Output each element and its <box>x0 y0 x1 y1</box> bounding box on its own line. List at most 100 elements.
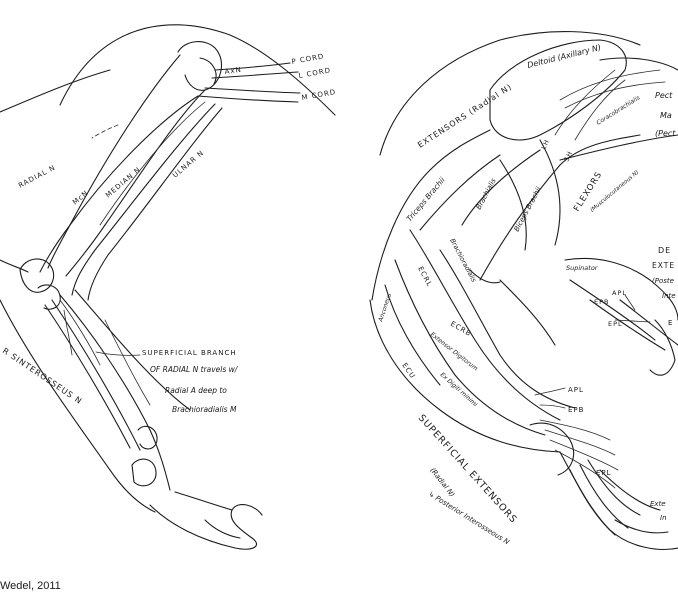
label-pect-3: (Pect <box>655 129 676 138</box>
carpal-1 <box>131 458 157 487</box>
thumb-crease <box>204 519 241 539</box>
dashed-nerve <box>91 124 119 139</box>
brachialis-outline <box>461 149 541 226</box>
cord-line-2 <box>211 71 299 79</box>
tendon-3 <box>549 439 619 471</box>
radius-edge <box>44 304 131 449</box>
deep-extensor-line-1 <box>569 279 656 341</box>
cord-line-4 <box>197 95 299 103</box>
forearm-outer <box>369 299 561 453</box>
pointer-superficial-branch <box>95 351 141 356</box>
tendon-2 <box>544 429 616 456</box>
elbow-outline-upper <box>0 259 29 273</box>
label-brachioradialis: Brachioradialis <box>448 237 478 284</box>
median-nerve-path <box>71 103 216 296</box>
forearm-septum-4 <box>439 249 576 409</box>
label-superficial-branch-1: SUPERFICIAL BRANCH <box>142 349 237 357</box>
coracobrachialis-line-2 <box>564 81 666 109</box>
humerus-upper-edge <box>47 54 181 269</box>
cord-line-3 <box>204 87 301 94</box>
apl-pointer <box>534 387 566 396</box>
hand-tendon-1 <box>569 469 616 536</box>
deep-extensor-outline <box>564 257 678 321</box>
right-arm-drawing: EXTENSORS (Radial N) Deltoid (Axillary N… <box>369 30 678 550</box>
label-deep-3: (Poste <box>652 277 674 285</box>
forearm-septum-1 <box>409 229 561 421</box>
biceps-sh-tendon <box>574 79 626 141</box>
label-apl-inner: APL <box>612 289 627 297</box>
label-coracobrachialis: Coracobrachialis <box>595 94 641 126</box>
label-epb-inner: EPB <box>594 298 610 306</box>
credit-text: Wedel, 2011 <box>0 580 61 592</box>
epb-arrow <box>614 319 651 323</box>
label-radial-nerve: RADIAL N <box>17 163 57 189</box>
label-p-cord: P CORD <box>291 52 325 66</box>
forearm-septum-3 <box>384 284 441 386</box>
lateral-epicondyle <box>19 258 55 293</box>
radius-edge-2 <box>51 299 141 451</box>
upper-arm-top-outline <box>0 69 111 113</box>
left-arm-drawing: AxN P CORD L CORD M CORD RADIAL N McN ME… <box>0 24 337 550</box>
label-ecrl: ECRL <box>416 265 433 288</box>
thumb-outline <box>599 469 661 511</box>
triceps-outer <box>371 129 491 301</box>
biceps-lower <box>479 134 641 281</box>
label-ext-ind-1: Exte <box>650 500 666 508</box>
shoulder-outline <box>59 24 336 116</box>
tendon-1 <box>539 419 611 441</box>
label-epl: EPL <box>596 469 612 477</box>
label-superficial-branch-3: Radial A deep to <box>165 386 227 395</box>
finger-fold <box>614 519 669 534</box>
label-supinator: Supinator <box>566 264 599 272</box>
label-epb: EPB <box>568 406 584 414</box>
ulna-edge <box>59 294 171 491</box>
elbow-crease <box>469 269 501 284</box>
deep-extensor-line-2 <box>589 299 666 351</box>
label-brachialis: Brachialis <box>475 177 498 211</box>
epb-pointer <box>539 404 566 409</box>
label-apl: APL <box>568 386 584 394</box>
label-sh: SH <box>563 149 575 162</box>
label-ulnar-nerve: ULNAR N <box>171 149 206 180</box>
label-pect-2: Ma <box>660 111 672 120</box>
forearm-nerve-lower <box>104 319 151 406</box>
biceps-belly-left <box>499 159 527 251</box>
forearm-outline-lower <box>0 299 156 513</box>
label-ext-digitorum: Extensor Digitorum <box>429 331 479 372</box>
label-anconeus: Anconeus <box>377 293 393 324</box>
label-deltoid: Deltoid (Axillary N) <box>526 43 602 70</box>
mcn-path <box>99 101 206 226</box>
label-e: E <box>668 319 673 327</box>
label-ext-digiti-minimi: Ex Digiti minimi <box>439 371 479 408</box>
label-lh: LH <box>540 138 552 151</box>
biceps-belly-right <box>539 139 561 246</box>
deep-branch-arrow <box>63 309 73 356</box>
hand-dorsum <box>174 491 233 511</box>
deep-extensor-line-3 <box>619 299 678 346</box>
label-deep-1: DE <box>658 246 671 255</box>
label-ext-ind-2: In <box>660 514 667 522</box>
label-superficial-branch-2: OF RADIAL N travels w/ <box>150 365 239 374</box>
label-ecrb: ECRB <box>449 320 473 338</box>
ulnar-nerve-path <box>87 107 223 301</box>
triceps-inner <box>419 154 501 231</box>
label-axn: AxN <box>224 66 242 76</box>
superficial-radial-branch <box>59 299 101 366</box>
hand-outline <box>149 504 263 550</box>
deep-extensor-tendon <box>649 319 676 376</box>
label-deep-2: EXTE <box>652 261 675 270</box>
extensor-retinaculum <box>529 422 575 476</box>
coracobrachialis-line-1 <box>559 69 661 101</box>
label-ecu: ECU <box>400 362 417 381</box>
forearm-outline-upper <box>74 289 191 411</box>
label-extensors-radial: EXTENSORS (Radial N) <box>416 82 513 150</box>
radial-nerve-path <box>39 95 199 273</box>
label-median-nerve: MEDIAN N <box>104 166 142 200</box>
cord-line-1 <box>214 62 291 71</box>
label-pect-1: Pect <box>655 91 673 100</box>
apl-arrow <box>624 294 636 311</box>
forearm-septum-2 <box>394 259 546 436</box>
brachioradialis-edge <box>499 279 556 346</box>
